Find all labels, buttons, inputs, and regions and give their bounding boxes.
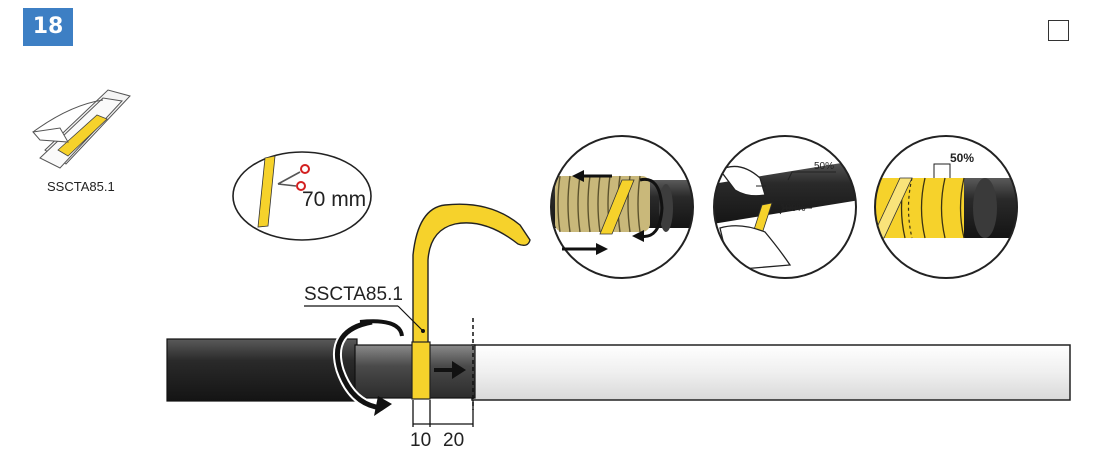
dimension-label-10: 10 [410,430,431,451]
detail-overlap-wrapping: 50% 100% [713,135,857,279]
overlap-top-label: 50% [814,161,834,172]
detail-wrapping-direction [550,135,694,279]
overlap-result-label: 50% [950,151,974,165]
tape-code-label: SSCTA85.1 [304,284,403,305]
arrow-right-icon [434,361,466,379]
product-code-label: SSCTA85.1 [47,179,115,194]
rotation-arrow-icon [332,317,404,416]
arrow-left-icon [572,170,612,182]
tape-product-icon [32,89,131,169]
step-complete-checkbox[interactable] [1048,20,1069,41]
rotation-arrow-icon [632,177,664,242]
scissors-icon [277,164,310,191]
main-cable-illustration [166,203,1071,427]
cut-length-callout: 70 mm [232,151,372,241]
overlap-bottom-label: 100% [780,203,806,214]
cut-length-label: 70 mm [302,188,366,211]
detail-overlap-result: 50% [874,135,1018,279]
hand-icon [719,165,766,197]
dimension-markers [412,400,474,427]
yellow-tape-strip [411,203,531,400]
arrow-right-icon [562,243,608,255]
step-number-badge: 18 [23,8,73,46]
dimension-label-20: 20 [443,430,464,451]
tape-label-leader [304,305,425,333]
